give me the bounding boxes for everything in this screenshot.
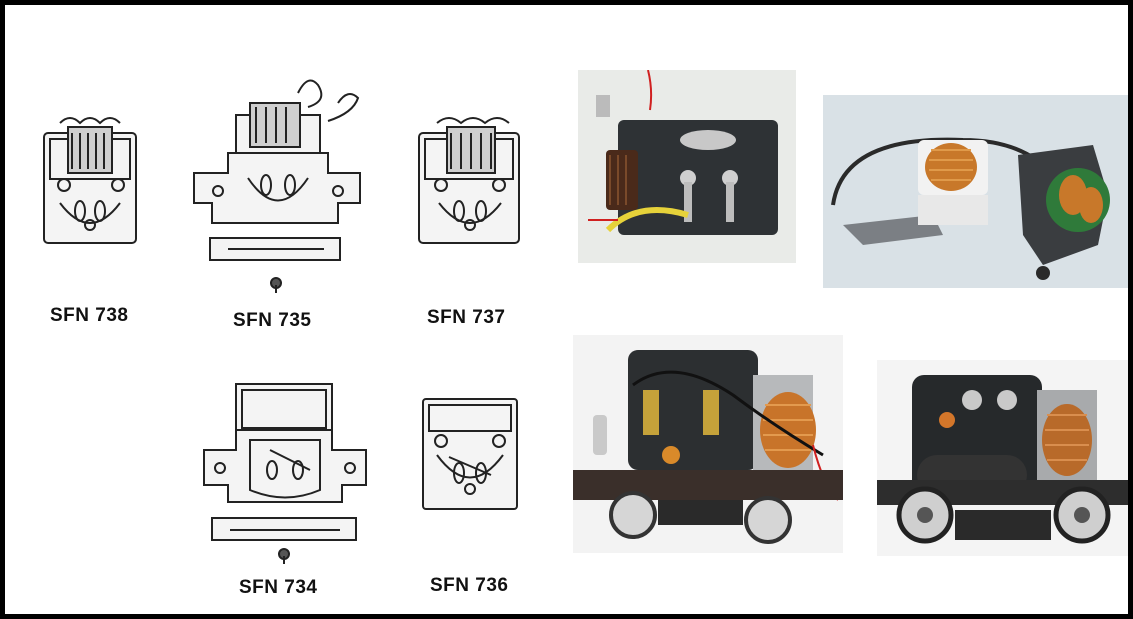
photo-coil-and-frame: [823, 95, 1128, 288]
drawing-sfn-738: [40, 113, 140, 248]
part-label-sfn-737: SFN 737: [427, 307, 506, 328]
part-label-sfn-734: SFN 734: [239, 577, 318, 598]
drawing-sfn-735: [188, 73, 363, 295]
photo-motor-brush-plate: [578, 70, 796, 263]
photo-motor-block-side: [877, 360, 1128, 556]
photo-motor-block-angled: [573, 335, 843, 553]
part-label-sfn-738: SFN 738: [50, 305, 129, 326]
part-label-sfn-735: SFN 735: [233, 310, 312, 331]
drawing-sfn-737: [415, 113, 525, 248]
drawing-sfn-734: [200, 380, 372, 565]
part-label-sfn-736: SFN 736: [430, 575, 509, 596]
drawing-sfn-736: [419, 395, 521, 513]
